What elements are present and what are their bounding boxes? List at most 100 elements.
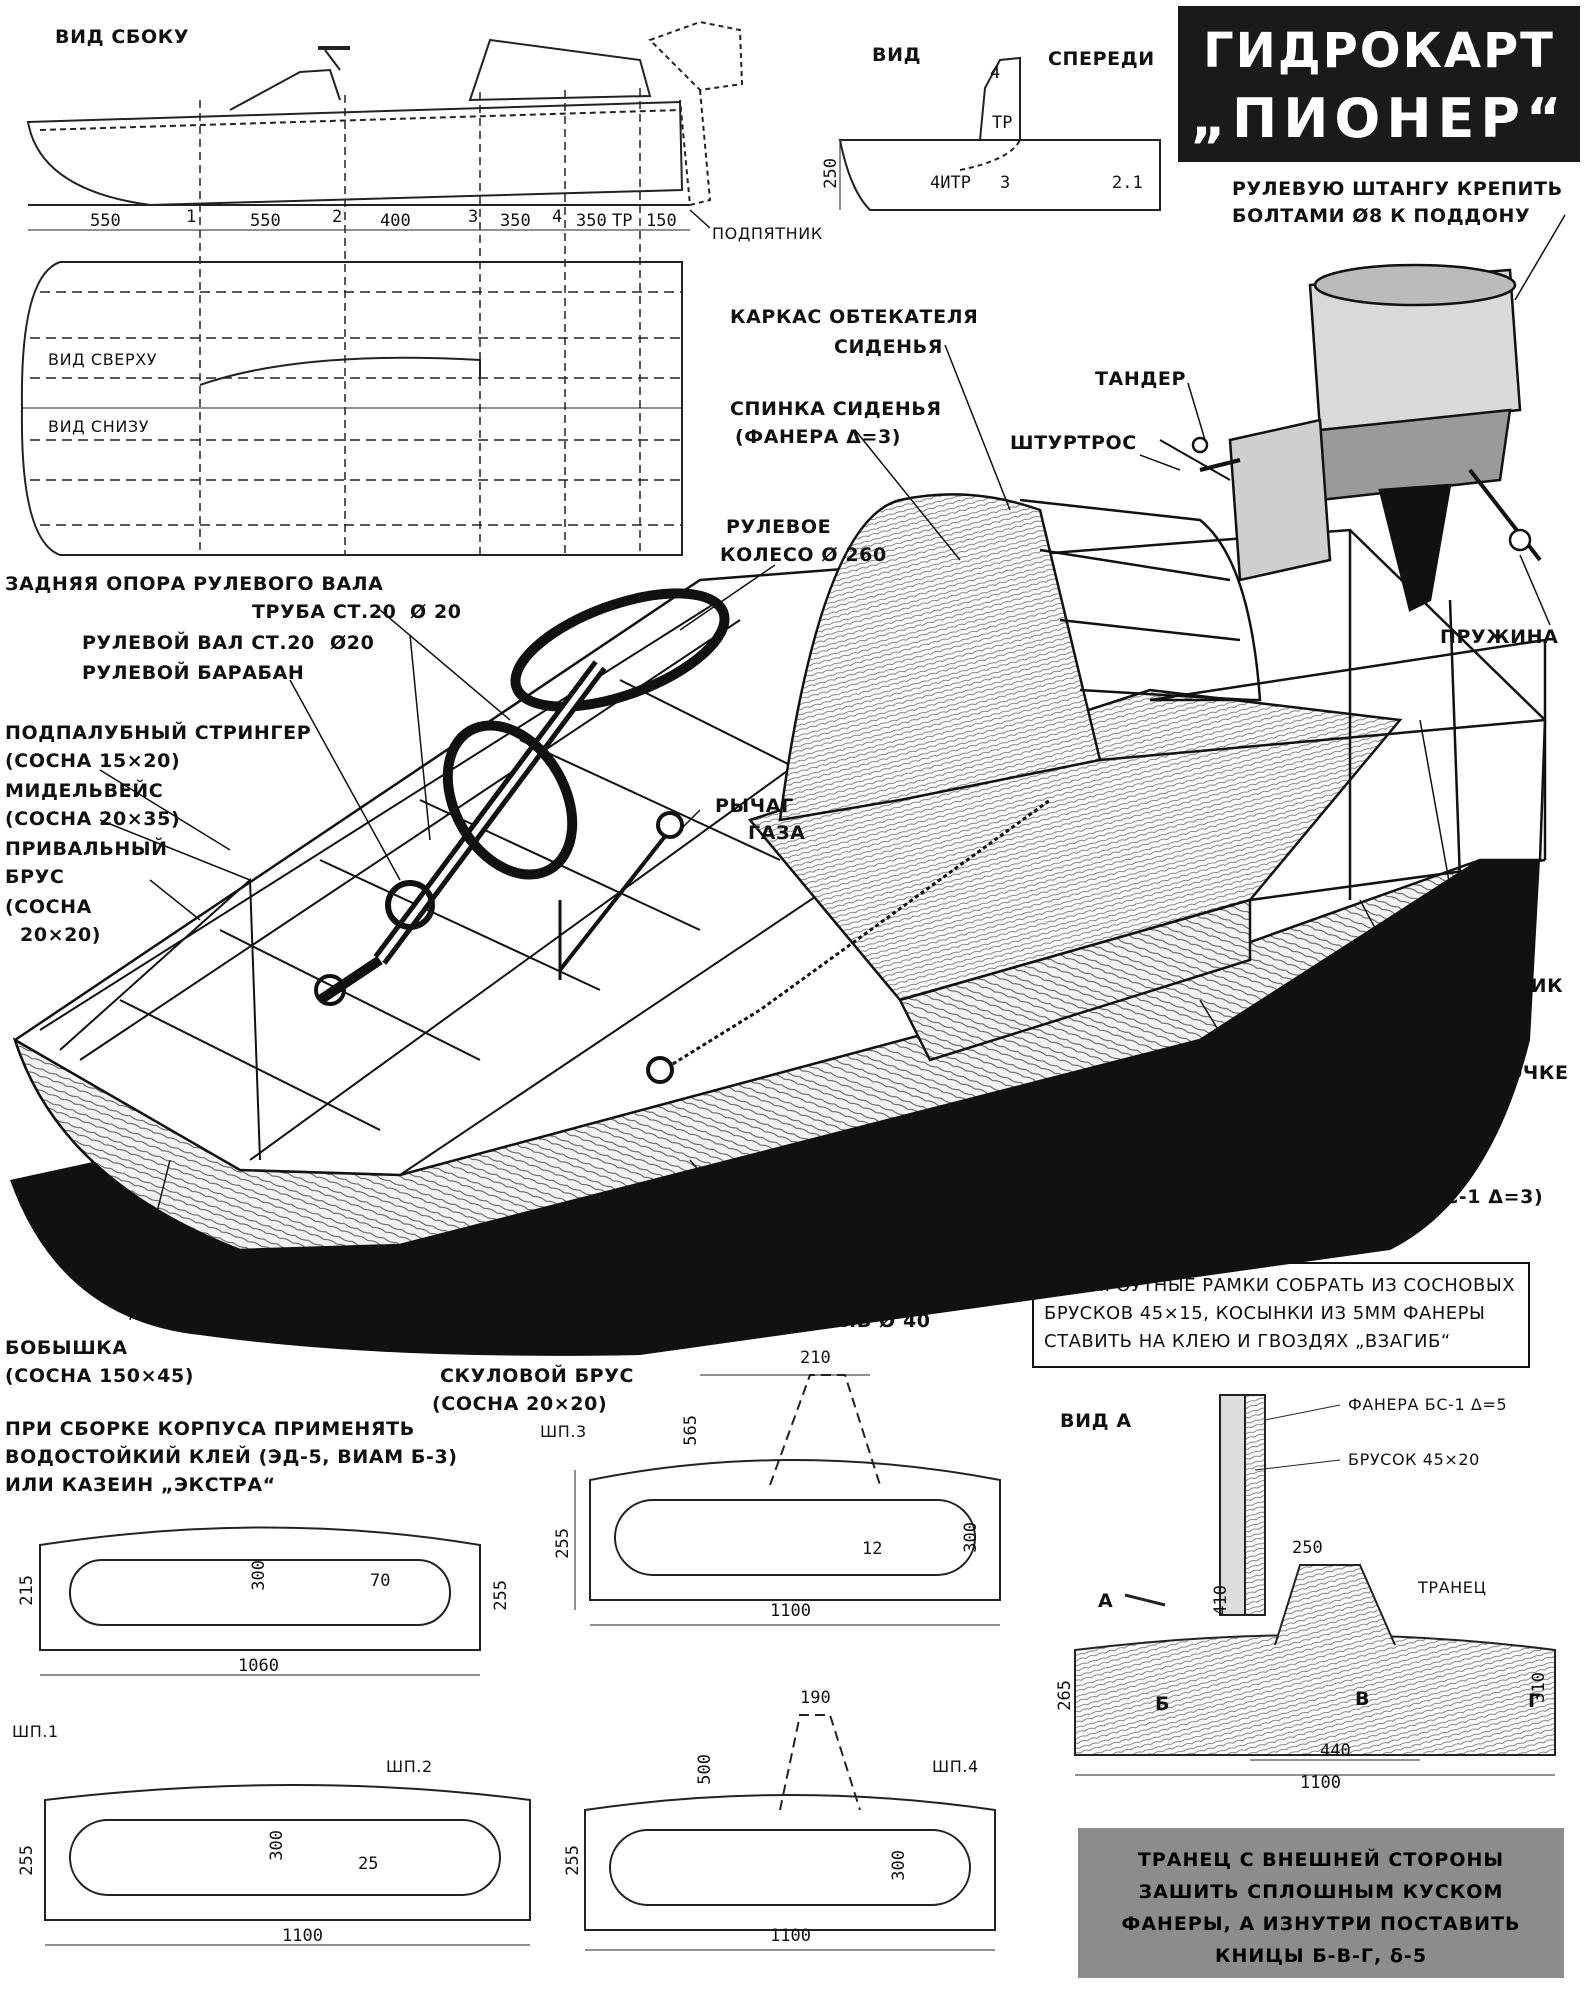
title-line-1: ГИДРОКАРТ [1203, 23, 1555, 79]
front-view-drawing [838, 56, 1161, 211]
side-dim: 350 [500, 211, 531, 231]
top-bottom-view-drawing [20, 261, 683, 556]
frame-sp3-name: ШП.3 [540, 1422, 587, 1441]
frame-sp3-w: 1100 [770, 1601, 811, 1621]
frame-sp1-gus: 70 [370, 1571, 391, 1591]
frame-tr-th: 410 [1211, 1585, 1231, 1616]
frame-tr-arrow-a: А [1098, 1590, 1114, 1612]
label-val-2: Ø20 [330, 632, 375, 654]
side-view-drawing [26, 20, 744, 555]
front-view-label-b: СПЕРЕДИ [1048, 48, 1155, 70]
side-dim: 1 [186, 207, 197, 227]
front-dim-3: 3 [1000, 173, 1011, 193]
view-a-plywood: ФАНЕРА БС-1 δ=5 [1348, 1395, 1508, 1414]
note-frames: ШПАНГОУТНЫЕ РАМКИ СОБРАТЬ ИЗ СОСНОВЫХ БР… [1032, 1262, 1530, 1368]
label-bobyshka-1: БОБЫШКА [5, 1337, 128, 1359]
label-obshivka-2: (ФАНЕРА БС-1 δ=3) [1318, 1186, 1544, 1208]
label-spinka-2: (ФАНЕРА δ=3) [735, 426, 902, 448]
frame-sp4-h1: 255 [563, 1845, 583, 1876]
side-dim: 550 [250, 211, 281, 231]
frame-sp2-name: ШП.2 [386, 1757, 433, 1776]
note-assembly-2: ВОДОСТОЙКИЙ КЛЕЙ (ЭД-5, ВИАМ Б-3) [5, 1446, 458, 1468]
label-karkas-1: КАРКАС ОБТЕКАТЕЛЯ [730, 306, 979, 328]
front-dim-height: 250 [821, 158, 841, 189]
frame-tr-w: 1100 [1300, 1773, 1341, 1793]
frame-sp3-th: 565 [681, 1415, 701, 1446]
label-rychag-1: РЫЧАГ [715, 795, 794, 817]
front-dim-4: 4 [990, 63, 1001, 83]
label-prival-4: 20×20) [20, 924, 102, 946]
label-tros-1: ТРОС ГАЗА Ø3 [1360, 1032, 1522, 1054]
frame-sp1-name: ШП.1 [12, 1722, 59, 1741]
frame-sp2-drawing [44, 1784, 531, 1946]
label-donny-2: ( СОСНА 25×15) [895, 1244, 1078, 1266]
side-dims: 550 1 550 2 400 3 350 4 350 Тр 150 [90, 207, 690, 234]
side-dim: 2 [332, 207, 343, 227]
hull-drawing [12, 493, 1547, 1252]
label-shtanga-2: БОЛТАМИ Ø8 К ПОДДОНУ [1232, 205, 1531, 227]
note-assembly-3: ИЛИ КАЗЕИН „ЭКСТРА“ [5, 1474, 276, 1496]
label-val-1: РУЛЕВОЙ ВАЛ Ст.20 [82, 632, 315, 654]
label-midel-1: МИДЕЛЬВЕЙС [5, 780, 164, 802]
frame-tr-h1: 265 [1055, 1680, 1075, 1711]
side-dim: 150 [646, 211, 677, 231]
frame-tr-b: Б [1155, 1693, 1171, 1715]
frame-tr-top: 250 [1292, 1538, 1323, 1558]
side-dim: 4 [552, 207, 563, 227]
frame-sp2-w: 1100 [282, 1926, 323, 1946]
motor-drawing [1159, 263, 1542, 612]
front-dim-tr: Тр [992, 113, 1013, 133]
label-stringer-1: ПОДПАЛУБНЫЙ СТРИНГЕР [5, 722, 312, 744]
frame-sp4-th: 500 [695, 1754, 715, 1785]
label-karkas-2: СИДЕНЬЯ [834, 336, 943, 358]
frame-tr-name: ТРАНЕЦ [1418, 1578, 1487, 1597]
label-shturtros: ШТУРТРОС [1010, 432, 1137, 454]
frame-sp3-h2: 300 [961, 1522, 981, 1553]
label-prival-2: БРУС [5, 866, 65, 888]
label-rychag-2: ГАЗА [748, 822, 806, 844]
frame-sp3-top: 210 [800, 1348, 831, 1368]
label-shtanga-1: РУЛЕВУЮ ШТАНГУ КРЕПИТЬ [1232, 178, 1563, 200]
label-spinka-1: СПИНКА СИДЕНЬЯ [730, 398, 942, 420]
frame-sp4-top: 190 [800, 1688, 831, 1708]
label-donny-1: ДОННЫЙ СТРИНГЕР [890, 1216, 1118, 1238]
side-view-label: ВИД СБОКУ [55, 26, 190, 48]
leader-lines [99, 209, 1566, 1356]
label-opora-2: ТРУБА Ст.20 [252, 601, 397, 623]
frame-tr-v: В [1355, 1688, 1371, 1710]
side-dim: 550 [90, 211, 121, 231]
frame-sp3-gus: 12 [862, 1539, 883, 1559]
view-a-label: ВИД А [1060, 1410, 1132, 1432]
view-a-drawing [1219, 1394, 1341, 1616]
label-prival-1: ПРИВАЛЬНЫЙ [5, 838, 168, 860]
side-dim: 400 [380, 211, 411, 231]
frame-sp1-h3: 255 [491, 1580, 511, 1611]
frame-tr-w2: 440 [1320, 1741, 1351, 1761]
front-dim-4itr: 4иТр [930, 173, 971, 193]
frame-tr-g: Г [1528, 1690, 1541, 1712]
frame-sp2-h1: 255 [17, 1845, 37, 1876]
label-rul-koleso-1: РУЛЕВОЕ [726, 516, 832, 538]
label-skulovoy-2: (СОСНА 20×20) [432, 1393, 608, 1415]
front-dim-21: 2.1 [1112, 173, 1143, 193]
frame-sp3-h1: 255 [553, 1528, 573, 1559]
top-view-label: ВИД СВЕРХУ [48, 350, 158, 369]
note-assembly-1: ПРИ СБОРКЕ КОРПУСА ПРИМЕНЯТЬ [5, 1418, 415, 1440]
label-stringer-2: (СОСНА 15×20) [5, 750, 181, 772]
title-block: ГИДРОКАРТ „ПИОНЕР“ [1178, 6, 1580, 162]
label-podpyatnik-top: ПОДПЯТНИК [712, 224, 823, 243]
label-opora-3: Ø 20 [410, 601, 462, 623]
label-rul-koleso-2: КОЛЕСО Ø 260 [720, 544, 887, 566]
side-dim: 3 [468, 207, 479, 227]
frame-sp1-h2: 300 [249, 1560, 269, 1591]
label-obshivka-1: ОБШИВКА ПАЛУБЫ, БОРТОВ И ДНА [1060, 1158, 1472, 1180]
frame-sp4-w: 1100 [770, 1926, 811, 1946]
label-bobyshka-2: (СОСНА 150×45) [5, 1365, 195, 1387]
frame-sp1-drawing [39, 1526, 481, 1676]
view-a-bar: БРУСОК 45×20 [1348, 1450, 1480, 1469]
label-skulovoy-1: СКУЛОВОЙ БРУС [440, 1365, 635, 1387]
front-view-label-a: ВИД [872, 44, 922, 66]
label-podvesnoy-2: ШКИВ Ø 40 [800, 1310, 931, 1332]
title-line-2: „ПИОНЕР“ [1190, 87, 1568, 150]
